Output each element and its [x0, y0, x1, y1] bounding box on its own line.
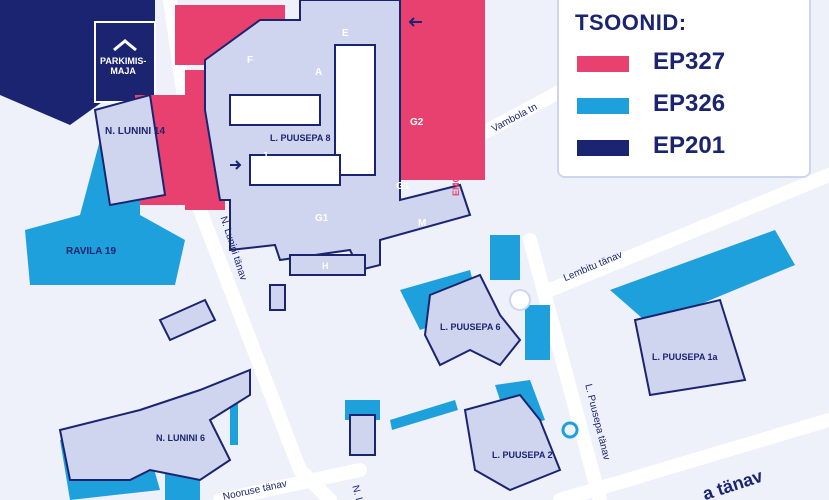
wing-g2: G2: [410, 117, 424, 128]
building-h: [289, 254, 366, 276]
building-l: [229, 94, 321, 126]
arrow-left: [230, 160, 242, 170]
road-lembitu: [543, 168, 829, 297]
roundabout: [509, 289, 531, 311]
wing-h: H: [322, 261, 329, 271]
label-ravila19: RAVILA 19: [66, 246, 117, 257]
label-puusepa6: L. PUUSEPA 6: [440, 322, 501, 332]
legend-label-ep327: EP327: [653, 48, 726, 75]
ep326-strip-1: [490, 235, 520, 280]
building-k: [249, 154, 341, 186]
buildings: [58, 0, 747, 492]
legend-label-ep326: EP326: [653, 90, 726, 117]
legend-swatch-ep327: [577, 56, 629, 72]
wing-k: K: [300, 168, 308, 179]
legend-item-ep326: EP326: [577, 90, 807, 122]
label-puusepa8: L. PUUSEPA 8: [270, 133, 331, 143]
label-puusepa2: L. PUUSEPA 2: [492, 450, 553, 460]
roads: [163, 0, 829, 500]
label-emo: EMO: [451, 175, 461, 196]
puusepa1a-area: [610, 230, 795, 325]
wing-g1: G1: [396, 181, 410, 192]
wing-a: A: [315, 67, 323, 78]
arrow-right: [408, 17, 422, 27]
wing-j: J: [262, 151, 268, 162]
building-puusepa6: [423, 273, 522, 367]
small-circle: [561, 421, 579, 439]
road-puusepa: [523, 233, 607, 500]
legend-item-ep327: EP327: [577, 48, 807, 80]
building-a-long: [334, 44, 376, 176]
parking-house-icon: [112, 38, 138, 54]
ep326-strip-2: [525, 305, 550, 360]
label-parkimismaja: PARKIMIS- MAJA: [100, 56, 147, 76]
ep326-bar: [390, 400, 458, 430]
building-puusepa1a: [633, 298, 747, 397]
wing-l: L: [283, 102, 290, 113]
legend-label-ep201: EP201: [653, 132, 726, 159]
legend-title: TSOONID:: [575, 10, 687, 35]
building-lunini6: [58, 368, 251, 482]
zone-ep201: [0, 0, 156, 125]
road-nooruse: [213, 463, 367, 500]
building-puusepa2: [463, 393, 562, 492]
building-small-2: [158, 298, 217, 342]
label-lunini14: N. LUNINI 14: [105, 126, 166, 137]
label-puusepa1a: L. PUUSEPA 1a: [652, 352, 718, 362]
parking-house: [94, 21, 156, 103]
legend-swatch-ep326: [577, 98, 629, 114]
ravila19-area: [25, 140, 185, 285]
legend-item-ep201: EP201: [577, 132, 807, 164]
wing-m: M: [418, 218, 427, 229]
wing-f: F: [247, 55, 254, 66]
wing-e: E: [342, 28, 349, 39]
building-lunini14: [93, 93, 167, 207]
wing-g1b: G1: [315, 213, 329, 224]
road-bottom-right: [553, 413, 829, 500]
legend-swatch-ep201: [577, 140, 629, 156]
zone-legend: TSOONID: EP327 EP326 EP201: [557, 0, 811, 178]
ep326-small-1: [230, 400, 238, 445]
entry-arrows: [230, 17, 422, 170]
building-small-1: [269, 284, 286, 311]
building-small-3: [349, 414, 376, 456]
label-lunini6: N. LUNINI 6: [156, 433, 206, 443]
ep327-right: [395, 0, 485, 180]
